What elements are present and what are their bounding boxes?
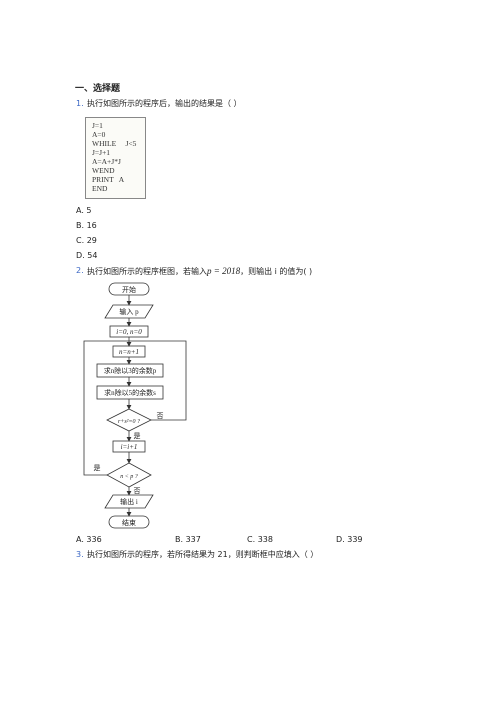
flow-step-text: n=n+1 [119,348,139,356]
q3-number: 3. [76,550,84,559]
flow-loop-yes [83,340,129,476]
flow-no-label-2: 否 [134,487,141,495]
flow-mod5-text: 求n除以5的余数s [104,388,156,397]
flow-input-shape [104,304,154,319]
flow-end-shape [108,515,150,529]
q1-option-c: C. 29 [76,236,97,245]
flow-output-shape [104,494,154,509]
flow-mod5-shape [96,385,164,400]
flow-mod3-text: 求n除以3的余数p [104,366,157,375]
q2-math: p = 2018 [207,266,241,276]
q2-option-b: B. 337 [175,535,201,544]
flow-init-text: i=0, n=0 [116,328,142,336]
code-line: END [92,184,108,193]
flow-cond1-text: r+s²=0 ? [118,419,140,425]
q2-option-d: D. 339 [336,535,363,544]
code-line: PRINT A [92,175,125,184]
code-line: J=J+1 [92,148,111,157]
code-line: A=0 [92,130,106,139]
q1-program-image: J=1 A=0 WHILE J<5 J=J+1 A=A+J*J WEND PRI… [85,117,146,199]
q1-option-d: D. 54 [76,251,98,260]
flow-no-label: 否 [157,412,164,420]
flow-start-text: 开始 [122,285,136,294]
flow-yes-label-2: 是 [94,464,101,472]
q2-text: 执行如图所示的程序框图，若输入p = 2018，则输出 i 的值为( ) [87,266,313,276]
code-line: A=A+J*J [92,157,121,166]
q1-option-a: A. 5 [76,206,92,215]
code-line: WHILE J<5 [92,139,137,148]
code-line: J=1 [92,121,103,130]
flow-cond2-text: n < p ? [120,474,138,480]
q1-option-b: B. 16 [76,221,97,230]
flow-output-text: 输出 i [120,497,138,506]
q3-text: 执行如图所示的程序，若所得结果为 21，则判断框中应填入（ ） [87,550,319,559]
flow-end-text: 结束 [122,518,136,527]
q1-number: 1. [76,99,84,108]
q2-option-a: A. 336 [76,535,102,544]
flow-loop-no [129,340,187,421]
flow-incr-text: i=i+1 [121,443,138,451]
section-title: 一、选择题 [75,84,121,94]
q2-number: 2. [76,266,84,275]
q2-option-c: C. 338 [247,535,273,544]
flow-yes-label-1: 是 [134,432,141,440]
flow-mod3-shape [96,363,164,378]
q1-text: 执行如图所示的程序后，输出的结果是（ ） [87,99,242,108]
flow-input-text: 输入 p [119,307,139,316]
code-line: WEND [92,166,115,175]
